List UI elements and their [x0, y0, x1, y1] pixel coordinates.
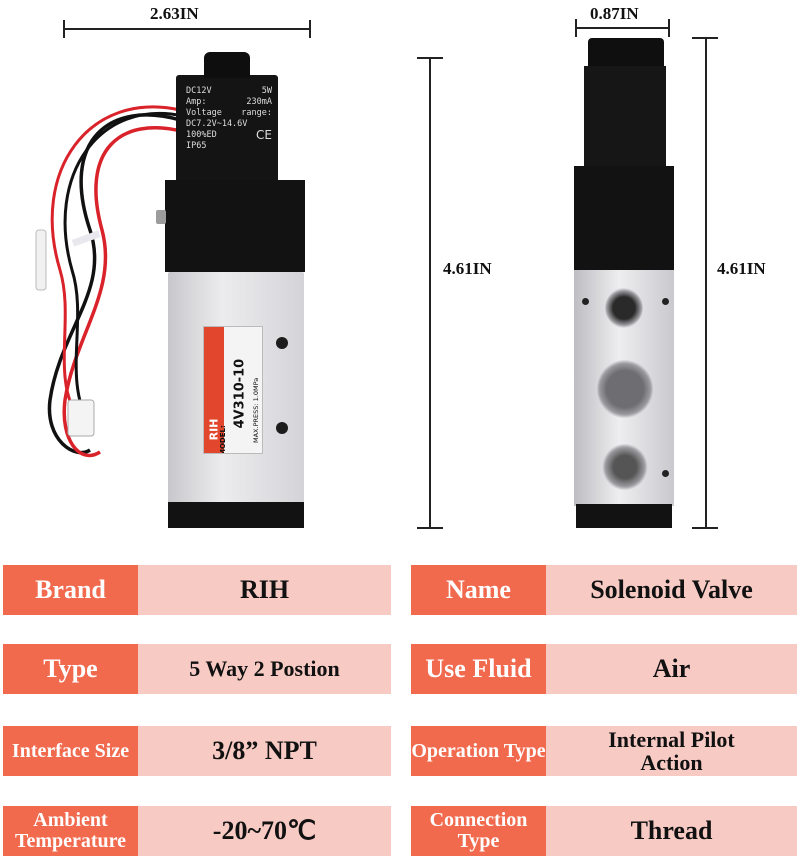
- spec-val-type: 5 Way 2 Postion: [138, 644, 391, 694]
- side-screw-2: [662, 298, 669, 305]
- width-dimension-line-side: [575, 27, 669, 29]
- spec-key-operation: Operation Type: [411, 726, 546, 776]
- spec-row-name: Name Solenoid Valve: [411, 565, 797, 615]
- spec-val-operation: Internal Pilot Action: [546, 726, 797, 776]
- height-dimension-tick-top: [417, 57, 443, 59]
- spec-row-operation: Operation Type Internal Pilot Action: [411, 726, 797, 776]
- spec-val-temperature: -20~70℃: [138, 806, 391, 856]
- width-label-side: 0.87IN: [590, 4, 639, 23]
- side-screw-3: [662, 470, 669, 477]
- product-photo: 2.63IN 0.87IN 4.61IN 4.61IN DC12V 5W Amp:…: [35, 4, 766, 529]
- model-label-model: 4V310-10: [232, 358, 248, 429]
- mount-hole-1: [276, 337, 288, 349]
- coil-wires: [35, 105, 186, 458]
- coil-line2-left: Amp:: [186, 97, 207, 107]
- spec-row-type: Type 5 Way 2 Postion: [3, 644, 391, 694]
- spec-key-fluid: Use Fluid: [411, 644, 546, 694]
- height-dimension-tick-top-side: [692, 37, 718, 39]
- spec-row-connection: Connection Type Thread: [411, 806, 797, 856]
- valve-endcap-side: [576, 504, 672, 528]
- spec-val-name: Solenoid Valve: [546, 565, 797, 615]
- coil-line1-left: DC12V: [186, 86, 212, 96]
- coil-cap-side: [588, 38, 664, 68]
- spec-val-brand: RIH: [138, 565, 391, 615]
- spec-val-connection: Thread: [546, 806, 797, 856]
- model-label: RIH MODEL: 4V310-10 MAX.PRESS: 1.0MPa: [203, 326, 263, 454]
- ce-mark: CE: [256, 128, 272, 142]
- spec-val-fluid: Air: [546, 644, 797, 694]
- spec-key-name: Name: [411, 565, 546, 615]
- pilot-block-front: [165, 180, 305, 272]
- coil-line6: IP65: [186, 141, 207, 151]
- valve-endcap-front: [168, 502, 304, 528]
- model-label-prefix: MODEL:: [219, 425, 227, 454]
- spec-key-temperature: Ambient Temperature: [3, 806, 138, 856]
- spec-key-interface: Interface Size: [3, 726, 138, 776]
- coil-line2-right: 230mA: [246, 97, 272, 107]
- coil-spec-label: DC12V 5W Amp: 230mA Voltage range: DC7.2V~1…: [186, 86, 272, 152]
- spec-row-brand: Brand RIH: [3, 565, 391, 615]
- port-2-muffler: [596, 360, 654, 418]
- mount-hole-2: [276, 422, 288, 434]
- width-dimension-tick-right-side: [668, 19, 670, 37]
- spec-val-interface: 3/8” NPT: [138, 726, 391, 776]
- width-dimension-tick-right: [309, 20, 311, 38]
- spec-row-fluid: Use Fluid Air: [411, 644, 797, 694]
- height-dimension-line-front: [429, 57, 431, 528]
- height-label-side: 4.61IN: [717, 259, 766, 278]
- port-1: [605, 288, 643, 328]
- side-screw-1: [582, 298, 589, 305]
- spec-key-connection: Connection Type: [411, 806, 546, 856]
- height-dimension-tick-bottom: [417, 527, 443, 529]
- spec-row-temperature: Ambient Temperature -20~70℃: [3, 806, 391, 856]
- height-dimension-line-side: [705, 37, 707, 528]
- height-label-front: 4.61IN: [443, 259, 492, 278]
- spec-key-brand: Brand: [3, 565, 138, 615]
- width-dimension-tick-left-side: [575, 19, 577, 37]
- coil-line4: DC7.2V~14.6V: [186, 119, 248, 129]
- coil-cap: [204, 52, 250, 78]
- width-dimension-tick-left: [63, 20, 65, 38]
- spec-row-interface: Interface Size 3/8” NPT: [3, 726, 391, 776]
- solenoid-coil-front: [176, 75, 278, 185]
- port-3: [602, 444, 648, 490]
- width-dimension-line-front: [63, 28, 310, 30]
- pilot-block-side: [574, 166, 674, 270]
- coil-line3-left: Voltage: [186, 108, 222, 118]
- solenoid-coil-side: [584, 66, 666, 184]
- pilot-screw: [156, 210, 166, 224]
- height-dimension-tick-bottom-side: [692, 527, 718, 529]
- coil-line5: 100%ED: [186, 130, 217, 140]
- model-label-brand-strip: [204, 327, 224, 453]
- width-label-front: 2.63IN: [150, 4, 199, 23]
- coil-line1-right: 5W: [261, 86, 272, 96]
- coil-line3-right: range:: [241, 108, 272, 118]
- model-label-pressure: MAX.PRESS: 1.0MPa: [252, 377, 260, 443]
- spec-key-type: Type: [3, 644, 138, 694]
